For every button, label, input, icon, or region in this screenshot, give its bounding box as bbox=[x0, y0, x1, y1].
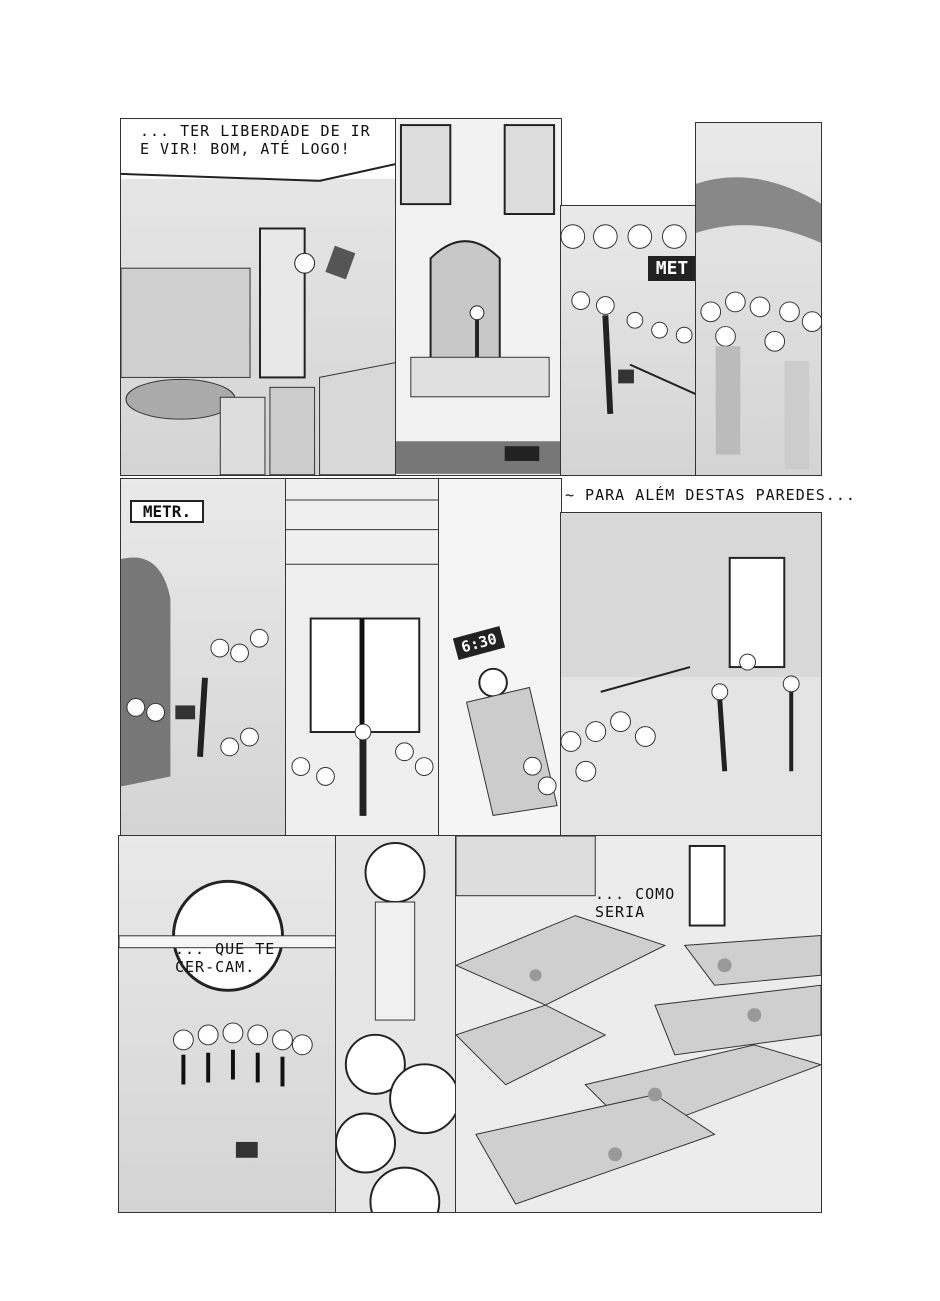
crowd-sketch bbox=[561, 224, 696, 415]
metro-station-sign: MET bbox=[648, 256, 696, 281]
panel-office-lobby bbox=[560, 512, 822, 836]
panel-metro-entrance bbox=[560, 205, 697, 476]
lobby-sketch bbox=[561, 513, 821, 782]
metro-sign: METR. bbox=[130, 500, 204, 523]
panel-train-doors bbox=[285, 478, 440, 836]
tunnel-sketch bbox=[121, 557, 269, 787]
panel-clocks bbox=[335, 835, 457, 1213]
panel-crowd-platform bbox=[695, 122, 822, 476]
caption-how-would-be: ... COMO SERIA bbox=[595, 885, 676, 921]
train-doors-sketch bbox=[286, 499, 439, 816]
cubicles-sketch bbox=[456, 836, 821, 1205]
elevator-crowd-sketch bbox=[119, 879, 336, 1158]
room-sketch bbox=[121, 119, 396, 475]
panel-elevator-crowd bbox=[118, 835, 337, 1213]
panel-room-door bbox=[120, 118, 397, 476]
panel-clock-turnstile bbox=[438, 478, 562, 836]
clock-sketch bbox=[465, 667, 558, 816]
panel-front-door bbox=[395, 118, 562, 476]
caption-surround: ... QUE TE CER-CAM. bbox=[175, 940, 276, 976]
platform-crowd-sketch bbox=[696, 177, 821, 470]
building-sketch bbox=[396, 124, 561, 474]
panel-office-cubicles bbox=[455, 835, 822, 1213]
panel-metro-tunnel bbox=[120, 478, 287, 836]
caption-liberty: ... TER LIBERDADE DE IR E VIR! BOM, ATÉ … bbox=[140, 122, 390, 158]
caption-beyond-walls: ~ PARA ALÉM DESTAS PAREDES... bbox=[565, 486, 865, 504]
clocks-sketch bbox=[336, 842, 456, 1212]
